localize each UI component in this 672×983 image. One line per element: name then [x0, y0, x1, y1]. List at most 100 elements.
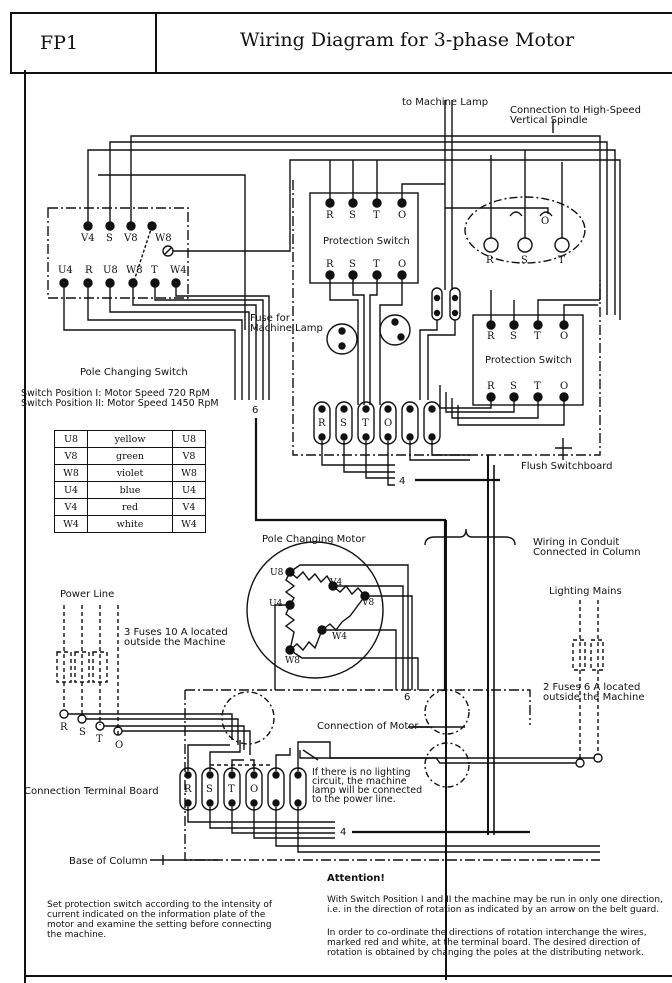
motor-node-u8: U8	[270, 568, 284, 578]
terminal-label: W8	[126, 265, 143, 276]
lamp-fuses	[419, 287, 461, 400]
spindle-t: T	[558, 255, 565, 266]
motor-nodes	[285, 567, 370, 655]
lighting-feed	[299, 750, 576, 764]
attention-paragraph-2: In order to co-ordinate the directions o…	[327, 928, 647, 958]
ps1-bottom-o: O	[398, 259, 407, 270]
power-line-wires	[68, 713, 251, 755]
diagram-code: FP1	[40, 32, 79, 54]
terminal-label: R	[85, 265, 93, 276]
page-title: Wiring Diagram for 3-phase Motor	[240, 29, 575, 51]
header-divider	[155, 12, 157, 72]
terminal-label: W8	[155, 233, 172, 244]
motor-connection-circle-left	[221, 691, 275, 745]
power-terminal-s: S	[79, 727, 86, 738]
wire-count-6-top: 6	[252, 405, 259, 416]
no-lighting-note-3: lamp will be connected	[312, 785, 423, 796]
power-line-dashed	[56, 605, 119, 735]
col-terminal-s: S	[206, 784, 213, 795]
ps2-bottom-r: R	[487, 381, 495, 392]
sb-terminal-t: T	[362, 418, 369, 429]
ps1-top-t: T	[373, 210, 380, 221]
motor-node-w4: W4	[332, 632, 347, 642]
motor-node-v4: V4	[330, 578, 343, 588]
motor-windings	[284, 570, 366, 652]
spindle-s: S	[521, 255, 528, 266]
pole-changing-switch-label: Pole Changing Switch	[80, 367, 188, 378]
col-terminal-r: R	[184, 784, 192, 795]
lighting-mains-label: Lighting Mains	[549, 586, 622, 597]
fuse-lamp-label-2: Machine Lamp	[250, 323, 323, 334]
to-machine-lamp-label: to Machine Lamp	[402, 97, 489, 108]
protection-switch-2-out-wires	[439, 385, 565, 426]
no-lighting-note-2: circuit, the machine	[312, 776, 407, 787]
fuses-10a-label-1: 3 Fuses 10 A located	[124, 627, 228, 638]
ps2-top-o: O	[560, 331, 569, 342]
flush-switchboard-label: Flush Switchboard	[521, 461, 613, 472]
wire-count-6-bottom: 6	[404, 692, 411, 703]
pole-switch-terminal-dots	[59, 221, 181, 288]
spindle-r: R	[486, 255, 494, 266]
ps1-bottom-r: R	[326, 259, 334, 270]
ps1-top-r: R	[326, 210, 334, 221]
ps2-bottom-t: T	[534, 381, 541, 392]
motor-node-w8: W8	[285, 656, 300, 666]
high-speed-spindle-label-2: Vertical Spindle	[510, 115, 588, 126]
protection-switch-1-box	[309, 192, 419, 284]
switchboard-cable-4	[321, 441, 500, 486]
motor-leads	[274, 564, 419, 690]
connection-of-motor-label: Connection of Motor	[317, 721, 419, 732]
pole-switch-down-wires	[63, 287, 270, 400]
ps1-top-o: O	[398, 210, 407, 221]
conduit-label-1: Wiring in Conduit	[533, 537, 620, 548]
overhead-cable-bundle	[87, 100, 621, 330]
power-terminal-r: R	[60, 722, 68, 733]
terminal-label: V8	[124, 233, 138, 244]
main-cable-6	[254, 418, 447, 690]
base-of-column-label: Base of Column	[69, 856, 148, 867]
switchboard-terminals	[313, 401, 441, 445]
fuse-lamp-label-1: Fuse for	[250, 313, 290, 324]
terminal-label: S	[106, 233, 113, 244]
fuses-6a-label-1: 2 Fuses 6 A located	[543, 682, 641, 693]
sb-terminal-s: S	[340, 418, 347, 429]
protection-switch-note: Set protection switch according to the i…	[47, 900, 273, 940]
terminal-label: U8	[103, 265, 118, 276]
ps2-bottom-o: O	[560, 381, 569, 392]
high-speed-spindle-label-1: Connection to High-Speed	[510, 105, 641, 116]
pole-switch-enclosure	[47, 207, 189, 299]
ps1-bottom-s: S	[349, 259, 356, 270]
fuses-10a-label-2: outside the Machine	[124, 637, 226, 648]
spindle-o: O	[541, 216, 550, 227]
power-terminal-t: T	[96, 734, 103, 745]
flush-switchboard-enclosure	[292, 180, 601, 456]
lamp-fuse-socket-2	[379, 314, 411, 346]
protection-switch-1-title: Protection Switch	[323, 236, 410, 247]
terminal-label: V4	[81, 233, 95, 244]
wire-count-4-bottom: 4	[340, 827, 347, 838]
switch-position-1: Switch Position I: Motor Speed 720 RpM	[21, 388, 210, 399]
attention-paragraph-1: With Switch Position I and II the machin…	[327, 895, 663, 915]
page-bottom-border	[24, 975, 672, 977]
lamp-fuse-socket-1	[326, 323, 358, 355]
terminal-label: U4	[58, 265, 73, 276]
motor-housing	[246, 541, 384, 679]
conduit-bracket	[424, 528, 516, 546]
sb-terminal-o: O	[384, 418, 393, 429]
ps1-top-s: S	[349, 210, 356, 221]
pole-changing-motor-label: Pole Changing Motor	[262, 534, 366, 545]
page-left-border	[24, 70, 26, 983]
terminal-label: W4	[170, 265, 187, 276]
no-lighting-note-4: to the power line.	[312, 794, 396, 805]
column-terminals	[179, 767, 307, 811]
lighting-connection-circle	[424, 742, 470, 788]
protection-switch-2-title: Protection Switch	[485, 355, 572, 366]
attention-title: Attention!	[327, 873, 385, 884]
ps2-bottom-s: S	[510, 381, 517, 392]
